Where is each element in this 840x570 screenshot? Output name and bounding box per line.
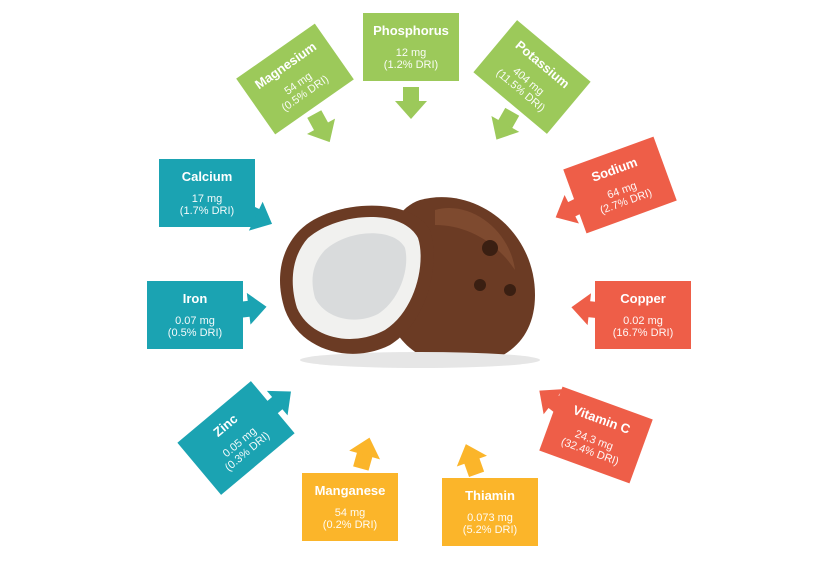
coconut-eye-1 (482, 240, 498, 256)
coconut-shadow (300, 352, 540, 368)
nutrient-amount: 0.07 mg (175, 314, 215, 327)
nutrient-card-phosphorus: Phosphorus 12 mg(1.2% DRI) (363, 13, 459, 81)
nutrient-dri: (0.2% DRI) (322, 518, 378, 531)
coconut-eye-3 (504, 284, 516, 296)
nutrient-amount: 17 mg (191, 192, 223, 205)
nutrient-dri: (1.2% DRI) (383, 58, 439, 71)
nutrient-name: Calcium (181, 168, 233, 184)
nutrient-card-thiamin: Thiamin 0.073 mg(5.2% DRI) (442, 478, 538, 546)
nutrient-card-copper: Copper 0.02 mg(16.7% DRI) (595, 281, 691, 349)
nutrient-card-calcium: Calcium 17 mg(1.7% DRI) (159, 159, 255, 227)
nutrient-name: Thiamin (465, 487, 515, 503)
nutrient-dri: (0.5% DRI) (167, 326, 223, 339)
nutrient-dri: (16.7% DRI) (612, 326, 674, 339)
nutrient-amount: 0.073 mg (467, 511, 513, 524)
nutrient-card-iron: Iron 0.07 mg(0.5% DRI) (147, 281, 243, 349)
nutrient-name: Iron (182, 290, 208, 306)
nutrient-amount: 54 mg (334, 506, 366, 519)
nutrient-card-manganese: Manganese 54 mg(0.2% DRI) (302, 473, 398, 541)
nutrient-dri: (5.2% DRI) (462, 523, 518, 536)
nutrient-amount: 0.02 mg (623, 314, 663, 327)
coconut-whole-highlight (435, 208, 515, 270)
nutrient-name: Manganese (314, 482, 386, 498)
nutrient-amount: 12 mg (395, 46, 427, 59)
nutrient-name: Phosphorus (373, 22, 449, 38)
coconut-half-inner (312, 233, 407, 320)
nutrient-name: Copper (620, 290, 666, 306)
coconut-eye-2 (474, 279, 486, 291)
coconut-icon (280, 197, 540, 368)
nutrient-name: Zinc (210, 410, 241, 440)
nutrient-dri: (1.7% DRI) (179, 204, 235, 217)
